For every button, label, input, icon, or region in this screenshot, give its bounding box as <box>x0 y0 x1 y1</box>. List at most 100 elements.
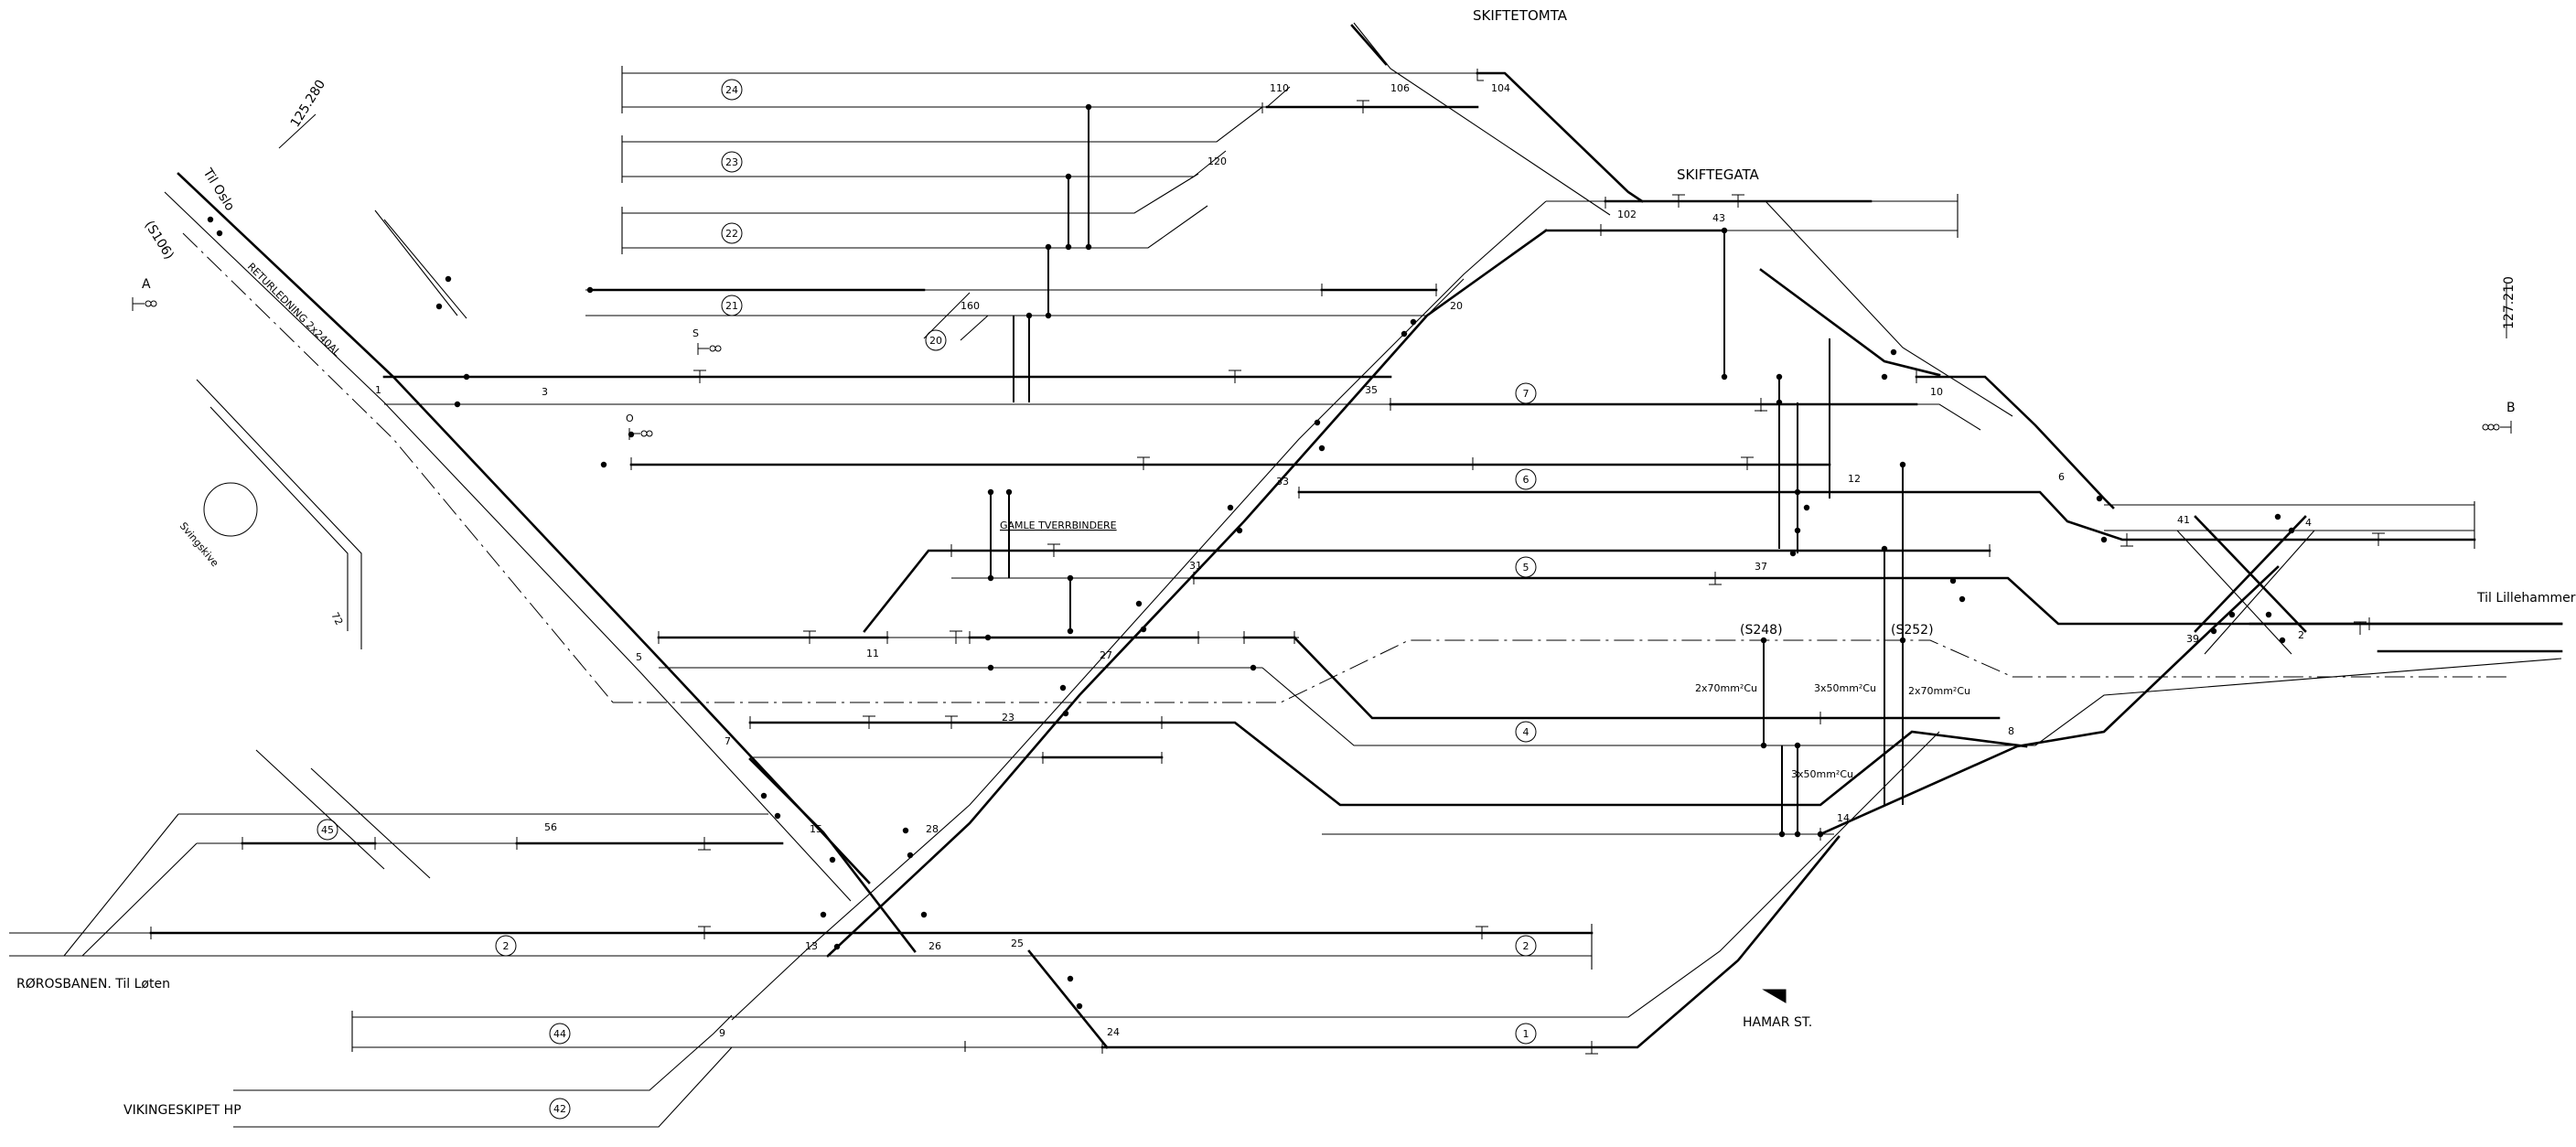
track-2-top-thin <box>9 924 1593 970</box>
svingskive-lead2 <box>374 209 467 319</box>
svg-text:15: 15 <box>810 823 822 835</box>
svg-text:160: 160 <box>961 300 980 312</box>
svg-text:35: 35 <box>1365 384 1378 396</box>
svg-text:33: 33 <box>1276 476 1289 488</box>
track-7-bottom <box>384 403 1981 431</box>
svg-text:22: 22 <box>725 228 738 240</box>
label-s248: (S248) <box>1740 623 1783 638</box>
track-4-main <box>1293 636 2001 720</box>
svg-text:12: 12 <box>1848 473 1861 485</box>
km-marker-125 <box>278 113 317 149</box>
label-point-a: A <box>142 277 151 292</box>
svg-text:2: 2 <box>503 940 510 952</box>
track-22-top <box>622 173 1199 214</box>
section-numbers: 110 106 104 120 160 20 102 43 35 10 1 3 … <box>328 82 2312 1039</box>
label-cable-3x50-a: 3x50mm²Cu <box>1814 682 1876 694</box>
label-returledning: RETURLEDNING 2x240AL <box>245 261 344 359</box>
svg-text:43: 43 <box>1712 212 1725 224</box>
svg-text:31: 31 <box>1189 560 1202 572</box>
label-til-oslo: Til Oslo <box>199 166 237 214</box>
label-skiftetomta: SKIFTETOMTA <box>1473 7 1568 24</box>
label-point-s: S <box>692 327 699 339</box>
skiftetomta-yard <box>585 22 1644 341</box>
track-42-top <box>233 1014 733 1091</box>
diagonal-main-1-thin <box>164 191 852 902</box>
svg-text:39: 39 <box>2186 633 2199 645</box>
svg-text:1: 1 <box>375 384 381 396</box>
svg-text:25: 25 <box>1011 938 1024 949</box>
svg-text:10: 10 <box>1930 386 1943 398</box>
svg-text:20: 20 <box>1450 300 1463 312</box>
track-23-top <box>622 106 1263 143</box>
track-numbers: 24 23 22 21 20 7 6 5 4 45 2 2 44 1 42 <box>321 84 1530 1115</box>
label-cable-2x70-b: 2x70mm²Cu <box>1908 685 1970 697</box>
diagonal-kryss-25 <box>1027 949 1109 1049</box>
track-44 <box>352 731 1940 1018</box>
svingskive-lead <box>196 379 362 649</box>
label-km-125: 125.280 <box>288 78 328 131</box>
svingskive-turntable <box>203 482 258 537</box>
svg-text:110: 110 <box>1270 82 1289 94</box>
label-skiftegata: SKIFTEGATA <box>1677 166 1760 183</box>
svg-text:2: 2 <box>2298 629 2304 641</box>
label-vikingeskipet: VIKINGESKIPET HP <box>123 1103 242 1118</box>
svg-text:23: 23 <box>725 156 738 168</box>
svg-text:6: 6 <box>2058 471 2065 483</box>
track-4-thin <box>1261 658 2562 746</box>
svg-text:11: 11 <box>866 648 879 659</box>
svg-text:5: 5 <box>636 651 642 663</box>
svg-text:14: 14 <box>1837 812 1850 824</box>
diagonal-main-1 <box>177 172 871 884</box>
svg-text:21: 21 <box>725 300 738 312</box>
skiftetomta-diagonal <box>1350 24 1388 66</box>
label-km-127: 127.210 <box>2502 276 2517 329</box>
svg-text:27: 27 <box>1100 649 1112 661</box>
right-crossover <box>2194 515 2307 633</box>
main-tracks <box>9 172 2563 1128</box>
svg-text:6: 6 <box>1523 474 1530 486</box>
skiftegata-yard <box>731 194 2013 1021</box>
svg-text:5: 5 <box>1523 562 1530 574</box>
label-til-lillehammer: Til Lillehammer <box>2476 591 2576 606</box>
svg-text:28: 28 <box>926 823 939 835</box>
label-cable-3x50-b: 3x50mm²Cu <box>1791 768 1853 780</box>
skiftetomta-lead-thin <box>1353 22 1611 216</box>
right-crossover-thin <box>2176 530 2315 655</box>
track-22-bottom <box>622 205 1208 249</box>
hamar-station-symbol <box>1762 989 1787 1003</box>
svg-text:44: 44 <box>553 1028 566 1040</box>
svg-text:106: 106 <box>1390 82 1410 94</box>
track-1 <box>1100 835 1841 1049</box>
track-21-bottom <box>585 278 1465 316</box>
svg-text:3: 3 <box>542 386 548 398</box>
svg-text:41: 41 <box>2177 514 2190 526</box>
diagonal-kryss-15 <box>748 757 917 953</box>
track-7-top <box>382 375 2115 509</box>
feeder-connections-top <box>586 103 1092 402</box>
svg-text:20: 20 <box>929 335 942 347</box>
svg-text:102: 102 <box>1617 209 1637 220</box>
label-s106: (S106) <box>142 219 177 263</box>
diagonal-returledning <box>182 232 614 703</box>
svg-text:13: 13 <box>805 940 818 952</box>
track-5-bottom <box>1192 576 2563 626</box>
svg-text:56: 56 <box>544 821 557 833</box>
track-1-thin <box>351 1011 1102 1052</box>
track-number-circles <box>317 79 1537 1120</box>
track-14 <box>1819 565 2280 836</box>
svg-text:120: 120 <box>1208 155 1227 167</box>
track-6-bottom <box>1297 490 2476 541</box>
skiftegata-cross <box>1759 268 1941 377</box>
svg-text:4: 4 <box>2305 517 2312 529</box>
svg-text:37: 37 <box>1755 561 1767 573</box>
svg-text:7: 7 <box>724 735 731 747</box>
svg-text:45: 45 <box>321 824 334 836</box>
label-rorosbanen: RØROSBANEN. Til Løten <box>16 977 170 992</box>
svg-text:104: 104 <box>1491 82 1510 94</box>
label-point-b: B <box>2506 401 2516 415</box>
track-160-lead <box>960 315 989 341</box>
svg-text:42: 42 <box>553 1103 566 1115</box>
label-gamle-tverrbindere: GAMLE TVERRBINDERE <box>1000 520 1117 531</box>
track-4-dash <box>613 639 2506 703</box>
